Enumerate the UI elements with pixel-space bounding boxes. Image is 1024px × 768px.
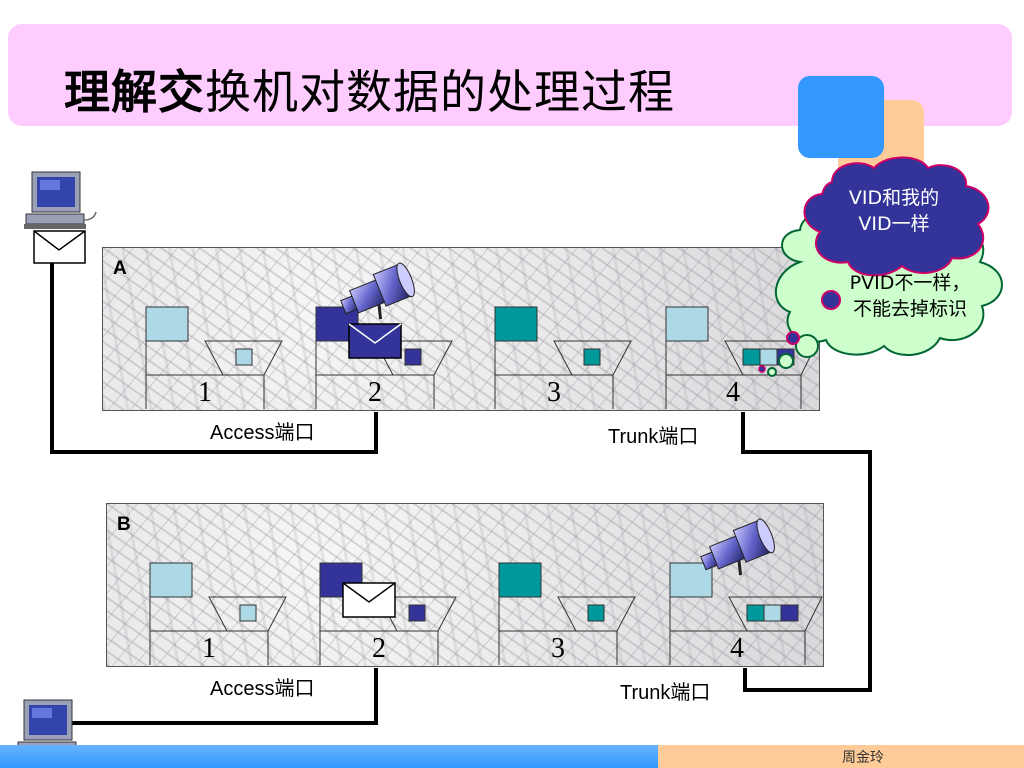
cable-pc1-to-a2 — [50, 262, 378, 454]
switch-a-port-2-number: 2 — [368, 377, 382, 408]
vlan-tray — [374, 340, 453, 376]
cable-a4-to-b4 — [741, 412, 872, 692]
vlan-square — [583, 348, 601, 366]
green-cloud-text: PVID不一样， 不能去掉标识 — [822, 270, 998, 322]
vlan-square — [763, 604, 782, 622]
vlan-tray — [208, 596, 287, 632]
vlan-tray — [378, 596, 457, 632]
green-cloud-line-1: PVID不一样， — [849, 272, 971, 294]
green-cloud-line-2: 不能去掉标识 — [852, 298, 967, 320]
switch-a-port-3 — [494, 306, 632, 409]
vlan-tray — [728, 596, 823, 632]
pvid-box — [149, 562, 193, 598]
purple-cloud-line-2: VID一样 — [858, 213, 930, 235]
pvid-box — [145, 306, 189, 342]
pvid-box — [669, 562, 713, 598]
vlan-square — [235, 348, 253, 366]
vlan-square — [780, 604, 799, 622]
telescope-icon — [700, 518, 775, 576]
vlan-square — [239, 604, 257, 622]
title-rest: 换机对数据的处理过程 — [205, 65, 675, 119]
vlan-square — [759, 348, 778, 366]
vlan-tray — [204, 340, 283, 376]
telescope-icon — [340, 262, 415, 320]
footer-author: 周金玲 — [842, 750, 884, 766]
purple-cloud-text: VID和我的 VID一样 — [838, 185, 950, 237]
switch-a-trunk-caption: Trunk端口 — [608, 426, 699, 448]
switch-b-port-3 — [498, 562, 636, 665]
switch-a-access-caption: Access端口 — [210, 422, 315, 444]
switch-a-port-4 — [665, 306, 819, 409]
cables — [50, 262, 872, 725]
switch-b-trunk-caption: Trunk端口 — [620, 682, 711, 704]
pvid-box — [494, 306, 538, 342]
switch-a-port-1-number: 1 — [198, 377, 212, 408]
pvid-box — [498, 562, 542, 598]
switch-a-port-1 — [145, 306, 283, 409]
switch-a-ports — [145, 306, 819, 409]
vlan-square — [587, 604, 605, 622]
vlan-square — [404, 348, 422, 366]
switch-b-port-2-number: 2 — [372, 633, 386, 664]
envelope-icon — [33, 230, 86, 264]
switch-b-port-1 — [149, 562, 287, 665]
title-strong: 理解交 — [64, 65, 205, 119]
decor-blue-square — [798, 76, 884, 158]
switch-b-label: B — [117, 514, 131, 535]
purple-cloud-line-1: VID和我的 — [848, 187, 940, 209]
vlan-square — [408, 604, 426, 622]
switch-b-port-1-number: 1 — [202, 633, 216, 664]
switch-a-port-3-number: 3 — [547, 377, 561, 408]
switch-b-port-4 — [669, 562, 823, 665]
switch-a-port-4-number: 4 — [726, 377, 740, 408]
footer-bar-blue — [0, 745, 658, 768]
purple-thought-cloud — [758, 156, 990, 373]
vlan-tray — [553, 340, 632, 376]
switch-b-port-4-number: 4 — [730, 633, 744, 664]
switch-a-label: A — [113, 258, 127, 279]
envelope-icon — [342, 582, 396, 618]
pvid-box — [665, 306, 709, 342]
vlan-square — [746, 604, 765, 622]
vlan-square — [742, 348, 761, 366]
envelope-icon — [348, 323, 402, 359]
page-title: 理解交换机对数据的处理过程 — [64, 62, 675, 122]
vlan-tray — [557, 596, 636, 632]
switch-b-access-caption: Access端口 — [210, 678, 315, 700]
switch-b-port-3-number: 3 — [551, 633, 565, 664]
computer-icon — [24, 171, 97, 229]
footer-bar-orange — [658, 745, 1024, 768]
cable-pc2-to-b2 — [70, 668, 378, 725]
